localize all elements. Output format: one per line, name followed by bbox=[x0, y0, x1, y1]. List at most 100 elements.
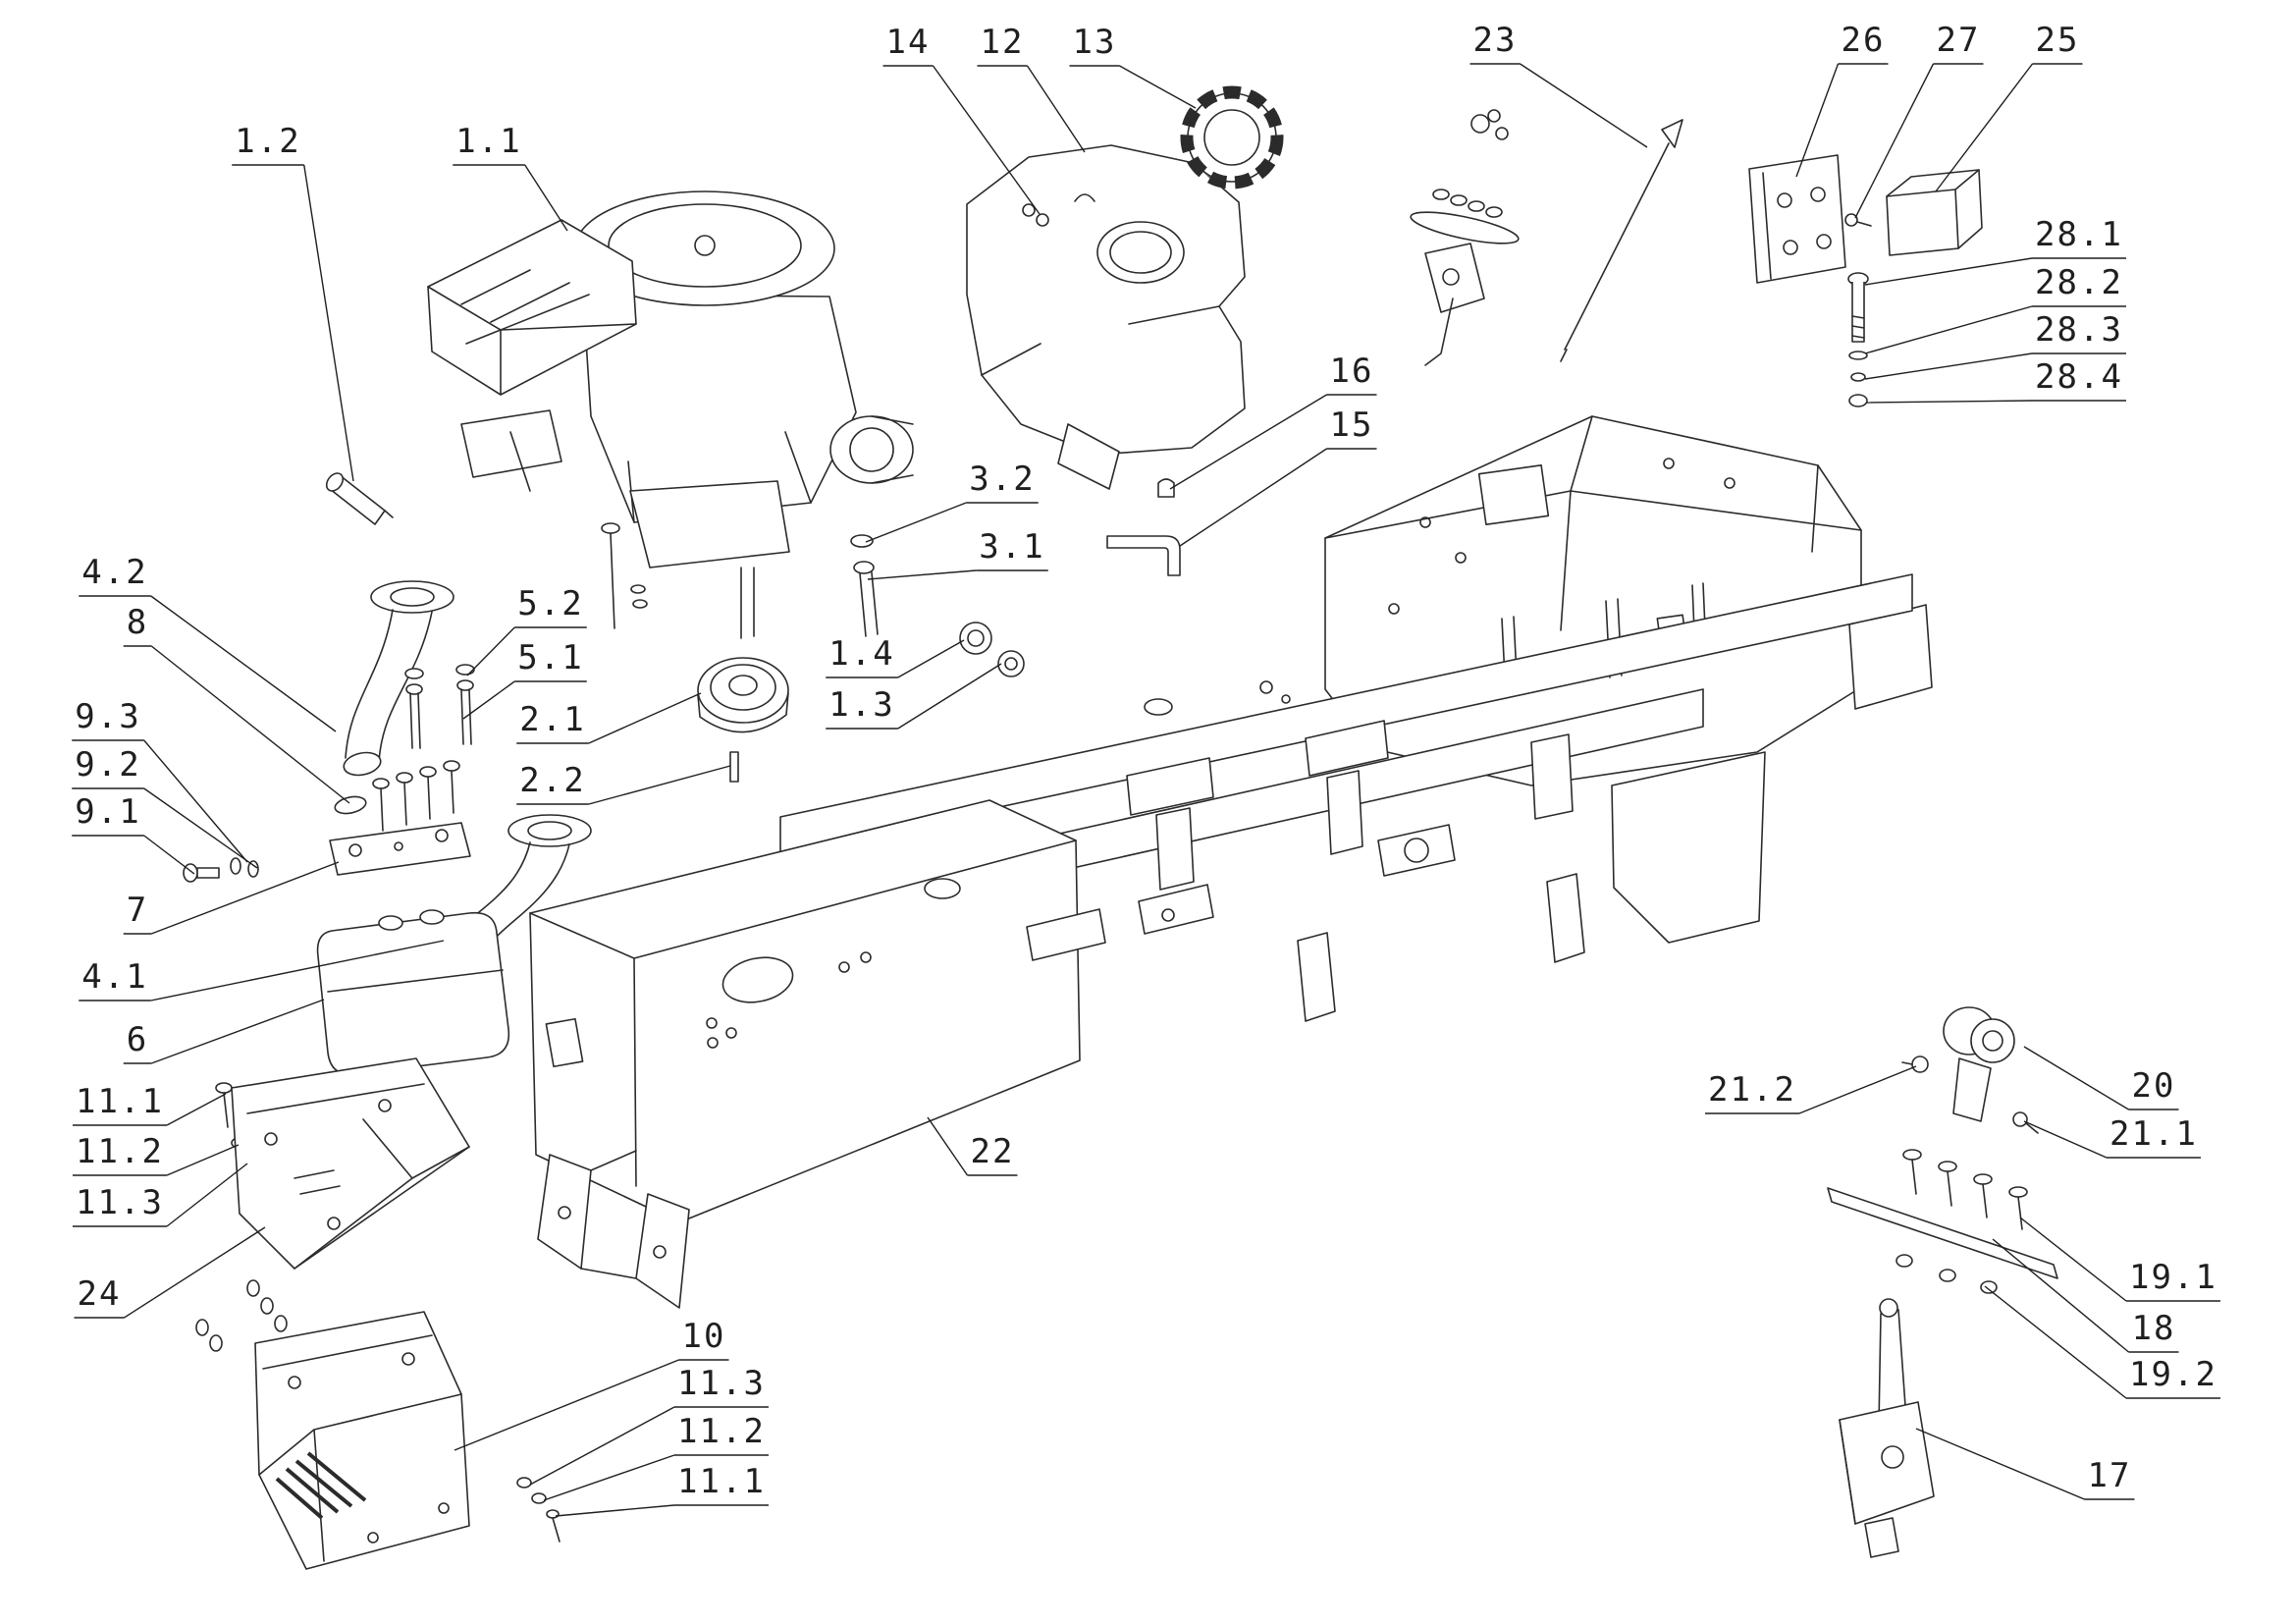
part-number-text: 11.3 bbox=[76, 1183, 164, 1222]
pulley-drawing bbox=[697, 657, 789, 783]
leader-line bbox=[1795, 63, 1840, 178]
part-number-text: 24 bbox=[78, 1274, 122, 1314]
part-label-3.2: 3.2 bbox=[865, 460, 1039, 543]
part-number-text: 17 bbox=[2088, 1456, 2132, 1495]
leader-line bbox=[150, 940, 445, 1001]
part-number-text: 13 bbox=[1073, 23, 1117, 62]
part-label-1.4: 1.4 bbox=[826, 634, 965, 678]
part-number-text: 1.2 bbox=[235, 122, 300, 161]
engine-drawing bbox=[427, 190, 914, 639]
blade-drawing bbox=[1827, 1149, 2058, 1294]
bolt-3-drawing bbox=[850, 534, 879, 637]
heat-shield-upper-drawing bbox=[231, 1057, 470, 1270]
part-label-11.3: 11.3 bbox=[529, 1364, 769, 1486]
leader-line bbox=[454, 1359, 679, 1451]
part-label-15: 15 bbox=[1179, 406, 1377, 547]
part-label-21.2: 21.2 bbox=[1705, 1065, 1917, 1114]
part-label-28.3: 28.3 bbox=[1864, 310, 2126, 380]
fuel-line-clip-drawing bbox=[1157, 478, 1175, 498]
part-label-28.2: 28.2 bbox=[1864, 263, 2126, 354]
fuel-cap-drawing bbox=[1180, 85, 1284, 189]
part-label-21.1: 21.1 bbox=[2023, 1114, 2201, 1159]
part-label-20: 20 bbox=[2023, 1046, 2179, 1110]
mount-bracket-drawing bbox=[1748, 154, 1846, 284]
leader-line bbox=[166, 1093, 227, 1126]
part-number-text: 7 bbox=[127, 891, 148, 930]
part-label-12: 12 bbox=[977, 23, 1086, 153]
part-number-text: 2.1 bbox=[519, 700, 585, 739]
leader-line bbox=[143, 739, 248, 863]
exhaust-upper-drawing bbox=[334, 580, 454, 815]
part-label-9.1: 9.1 bbox=[72, 792, 195, 875]
leader-line bbox=[1119, 65, 1197, 109]
part-label-4.1: 4.1 bbox=[79, 940, 445, 1001]
leader-line bbox=[166, 1144, 240, 1176]
part-label-2.2: 2.2 bbox=[516, 761, 731, 805]
part-label-16: 16 bbox=[1169, 352, 1377, 490]
part-number-text: 8 bbox=[127, 603, 148, 642]
muffler-drawing bbox=[316, 909, 510, 1076]
part-number-text: 3.1 bbox=[979, 527, 1044, 567]
leader-line bbox=[1864, 305, 2033, 354]
leader-line bbox=[1935, 63, 2034, 192]
part-label-28.4: 28.4 bbox=[1866, 357, 2126, 404]
part-label-11.3: 11.3 bbox=[73, 1163, 248, 1227]
leader-line bbox=[1169, 394, 1327, 490]
part-label-25: 25 bbox=[1935, 21, 2083, 192]
part-label-19.1: 19.1 bbox=[2019, 1217, 2220, 1302]
screw-27-drawing bbox=[1844, 213, 1872, 227]
fuel-elbow-drawing bbox=[1106, 535, 1181, 576]
part-number-text: 28.3 bbox=[2035, 310, 2123, 350]
part-number-text: 9.2 bbox=[75, 745, 140, 785]
part-label-13: 13 bbox=[1069, 23, 1197, 109]
leader-line bbox=[150, 861, 340, 935]
leader-line bbox=[143, 787, 258, 869]
part-label-18: 18 bbox=[1992, 1238, 2179, 1353]
part-number-text: 11.1 bbox=[76, 1082, 164, 1121]
leader-line bbox=[1915, 1428, 2085, 1500]
leader-line bbox=[529, 1406, 675, 1486]
leader-line bbox=[124, 1226, 266, 1319]
throttle-control-drawing bbox=[1410, 109, 1520, 366]
part-number-text: 1.4 bbox=[828, 634, 894, 674]
bolt-stack-28-drawing bbox=[1847, 272, 1869, 407]
part-number-text: 11.2 bbox=[76, 1132, 164, 1171]
part-number-text: 19.1 bbox=[2129, 1258, 2217, 1297]
leader-line bbox=[897, 639, 965, 678]
part-number-text: 6 bbox=[127, 1020, 148, 1059]
part-number-text: 21.1 bbox=[2109, 1114, 2198, 1154]
leader-line bbox=[303, 164, 354, 482]
part-number-text: 2.2 bbox=[519, 761, 585, 800]
part-number-text: 11.1 bbox=[677, 1462, 766, 1501]
plate-bolts-drawing bbox=[372, 760, 460, 832]
part-number-text: 28.4 bbox=[2035, 357, 2123, 397]
part-label-22: 22 bbox=[927, 1116, 1018, 1176]
leader-line bbox=[932, 65, 1041, 215]
part-label-9.3: 9.3 bbox=[72, 697, 248, 863]
part-label-28.1: 28.1 bbox=[1864, 215, 2126, 286]
leader-line bbox=[1864, 352, 2033, 380]
leader-line bbox=[2023, 1120, 2108, 1159]
heat-shield-lower-drawing bbox=[254, 1311, 470, 1570]
part-number-text: 28.2 bbox=[2035, 263, 2123, 302]
part-number-text: 26 bbox=[1842, 21, 1886, 60]
leader-line bbox=[151, 999, 325, 1064]
mid-brackets-drawing bbox=[924, 824, 1456, 961]
part-number-text: 23 bbox=[1473, 21, 1518, 60]
part-number-text: 27 bbox=[1937, 21, 1981, 60]
part-number-text: 4.1 bbox=[81, 957, 147, 997]
front-frame-drawing bbox=[529, 799, 1081, 1309]
part-number-text: 4.2 bbox=[81, 553, 147, 592]
leader-line bbox=[897, 663, 1002, 730]
leader-line bbox=[1854, 63, 1935, 219]
part-label-11.2: 11.2 bbox=[73, 1132, 240, 1176]
cube-part-drawing bbox=[1886, 169, 1983, 256]
part-number-text: 1.3 bbox=[828, 685, 894, 725]
part-number-text: 11.3 bbox=[677, 1364, 766, 1403]
part-number-text: 22 bbox=[971, 1132, 1015, 1171]
part-number-text: 21.2 bbox=[1708, 1070, 1796, 1110]
leader-line bbox=[1992, 1238, 2129, 1353]
leader-line bbox=[2023, 1046, 2129, 1110]
